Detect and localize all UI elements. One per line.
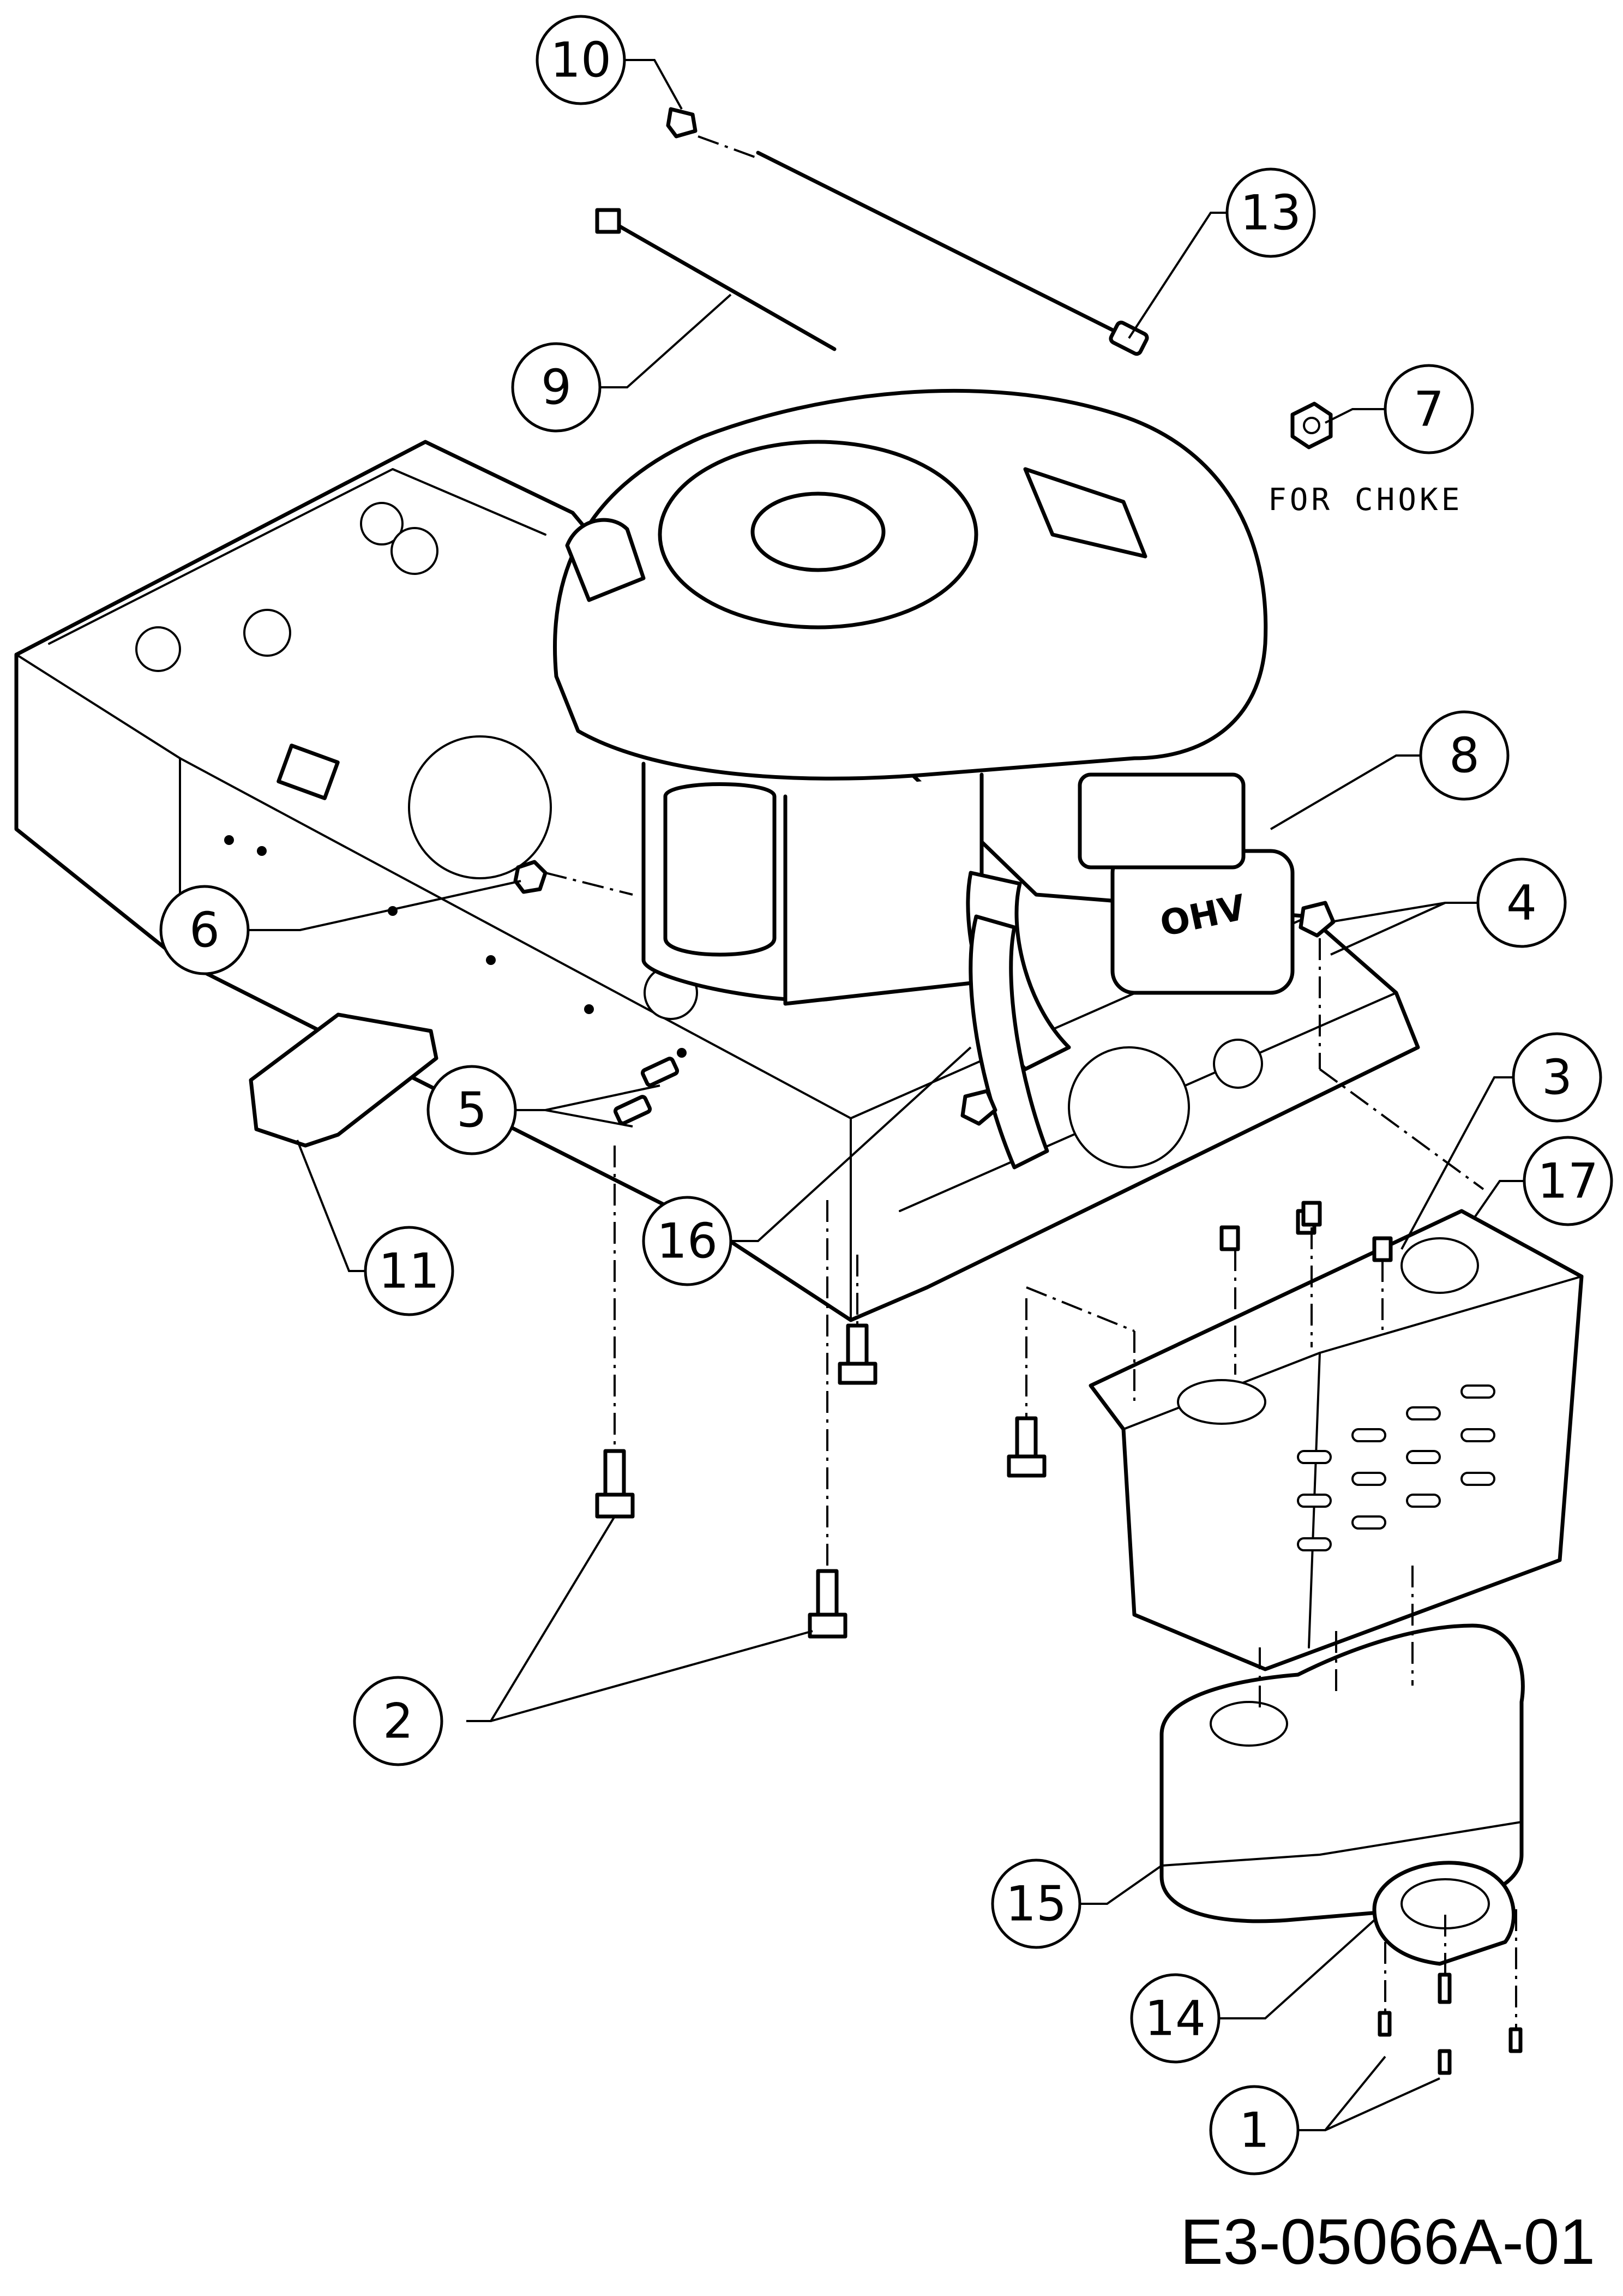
muffler xyxy=(1159,1623,1525,1923)
callout-label: 13 xyxy=(1240,185,1301,241)
callout-8: 8 xyxy=(1419,710,1510,801)
callout-label: 1 xyxy=(1239,2102,1270,2159)
assembly-lines xyxy=(545,135,1517,2029)
callout-11: 11 xyxy=(364,1226,454,1316)
callout-label: 2 xyxy=(383,1693,413,1749)
heat-shield-11 xyxy=(249,1012,438,1148)
nut-6 xyxy=(513,860,548,894)
muffler-flange xyxy=(1372,1861,1516,1966)
callout-label: 11 xyxy=(378,1243,440,1299)
callout-15: 15 xyxy=(991,1859,1081,1949)
cable-tie xyxy=(595,208,837,351)
callout-label: 6 xyxy=(189,902,220,958)
exhaust-pipe-16 xyxy=(969,914,1049,1170)
for-choke-note: FOR CHOKE xyxy=(1268,482,1463,518)
callout-label: 17 xyxy=(1537,1153,1598,1209)
choke-cable xyxy=(756,151,1149,356)
callout-5: 5 xyxy=(426,1065,517,1155)
callout-label: 14 xyxy=(1145,1991,1206,2047)
callout-1: 1 xyxy=(1209,2085,1300,2175)
drawing-code: E3-05066A-01 xyxy=(1180,2206,1595,2278)
callout-label: 9 xyxy=(541,359,572,416)
engine-assembly: OHV xyxy=(552,388,1295,1071)
shield-slots xyxy=(1297,1384,1495,1551)
callout-4: 4 xyxy=(1476,858,1567,948)
callout-2: 2 xyxy=(353,1676,443,1766)
callout-9: 9 xyxy=(511,342,602,433)
callout-label: 3 xyxy=(1542,1050,1572,1106)
callout-17: 17 xyxy=(1523,1136,1613,1226)
nut-for-choke xyxy=(1290,401,1333,449)
callout-3: 3 xyxy=(1512,1032,1602,1123)
callout-13: 13 xyxy=(1225,167,1316,258)
callout-14: 14 xyxy=(1130,1973,1221,2064)
callout-7: 7 xyxy=(1384,364,1474,454)
callout-label: 10 xyxy=(550,32,611,88)
bolts xyxy=(595,901,1523,2075)
callout-16: 16 xyxy=(642,1196,732,1286)
callout-label: 16 xyxy=(657,1213,718,1269)
callout-label: 8 xyxy=(1449,728,1480,784)
muffler-heat-shield xyxy=(1089,1209,1584,1671)
callout-label: 4 xyxy=(1506,875,1537,931)
callout-label: 15 xyxy=(1006,1876,1067,1932)
callout-label: 5 xyxy=(456,1082,487,1138)
callout-label: 7 xyxy=(1414,381,1444,437)
callout-10: 10 xyxy=(536,15,626,105)
cable-clip xyxy=(666,107,698,139)
callout-6: 6 xyxy=(159,885,250,975)
